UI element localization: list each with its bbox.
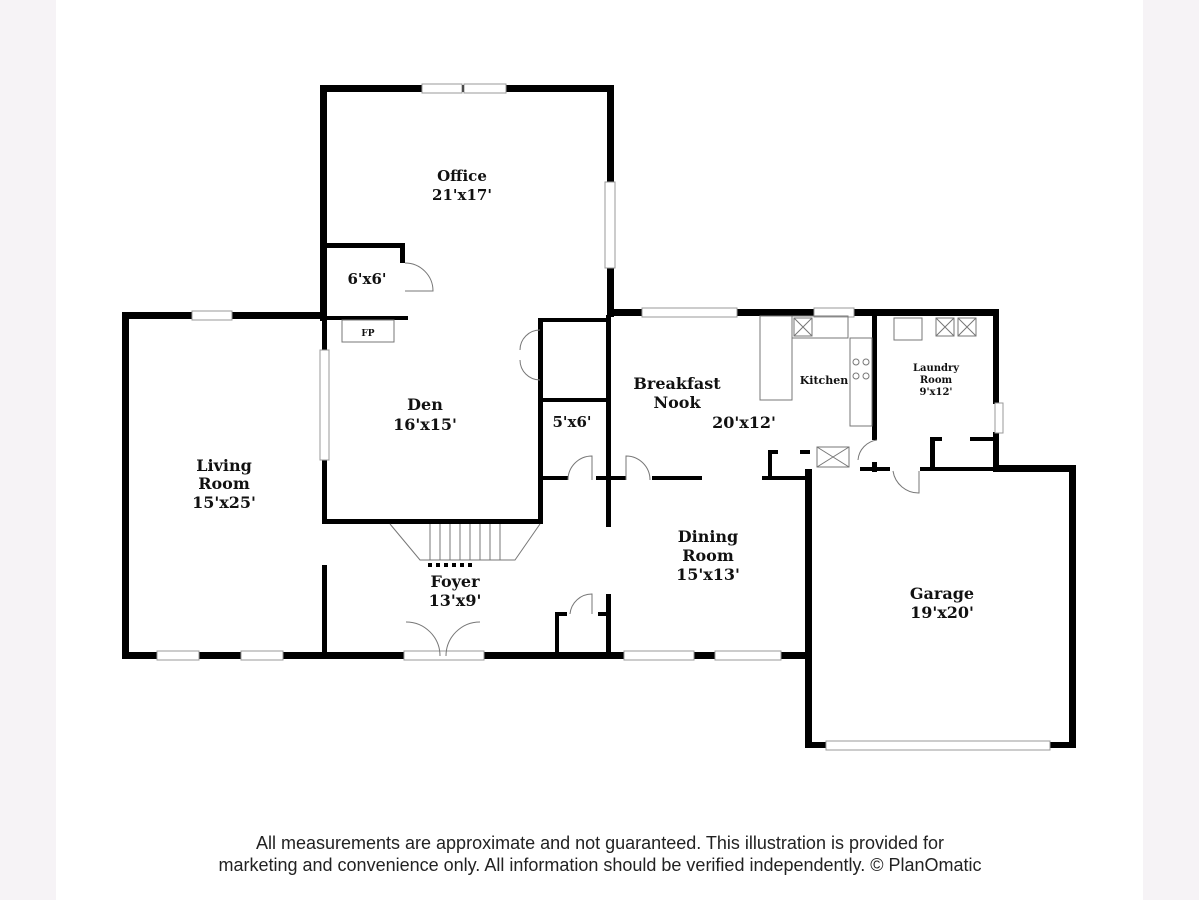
- walls: [122, 85, 1076, 748]
- laundry-name2: Room: [920, 375, 953, 386]
- office-size: 21'x17': [432, 186, 492, 204]
- disclaimer-line2: marketing and convenience only. All info…: [218, 855, 982, 875]
- breakfast-name1: Breakfast: [633, 374, 721, 393]
- foyer-name: Foyer: [430, 572, 480, 591]
- room-labels: Office 21'x17' 6'x6' FP Den 16'x15' 5'x6…: [192, 167, 974, 622]
- windows: [156, 83, 1051, 751]
- fireplace-label: FP: [361, 329, 374, 339]
- den-size: 16'x15': [393, 415, 457, 434]
- breakfast-name2: Nook: [653, 393, 701, 412]
- den-name: Den: [407, 395, 443, 414]
- office-name: Office: [437, 167, 487, 185]
- disclaimer-line1: All measurements are approximate and not…: [255, 833, 945, 853]
- living-size: 15'x25': [192, 493, 256, 512]
- garage-size: 19'x20': [910, 603, 974, 622]
- closet-a-size: 6'x6': [347, 270, 386, 288]
- living-name1: Living: [196, 456, 252, 475]
- dining-name2: Room: [682, 546, 734, 565]
- right-margin: [1143, 0, 1199, 900]
- living-name2: Room: [198, 474, 250, 493]
- kitchen-name: Kitchen: [800, 374, 849, 387]
- stair-marks: [428, 563, 472, 567]
- laundry-name1: Laundry: [913, 363, 960, 374]
- laundry-size: 9'x12': [920, 387, 953, 398]
- left-margin: [0, 0, 56, 900]
- fixtures: [341, 262, 977, 657]
- foyer-size: 13'x9': [429, 591, 482, 610]
- closet-b-size: 5'x6': [552, 413, 591, 431]
- dining-name1: Dining: [678, 527, 738, 546]
- garage-name: Garage: [910, 584, 974, 603]
- breakfast-size: 20'x12': [712, 413, 776, 432]
- disclaimer: All measurements are approximate and not…: [0, 832, 1200, 876]
- dining-size: 15'x13': [676, 565, 740, 584]
